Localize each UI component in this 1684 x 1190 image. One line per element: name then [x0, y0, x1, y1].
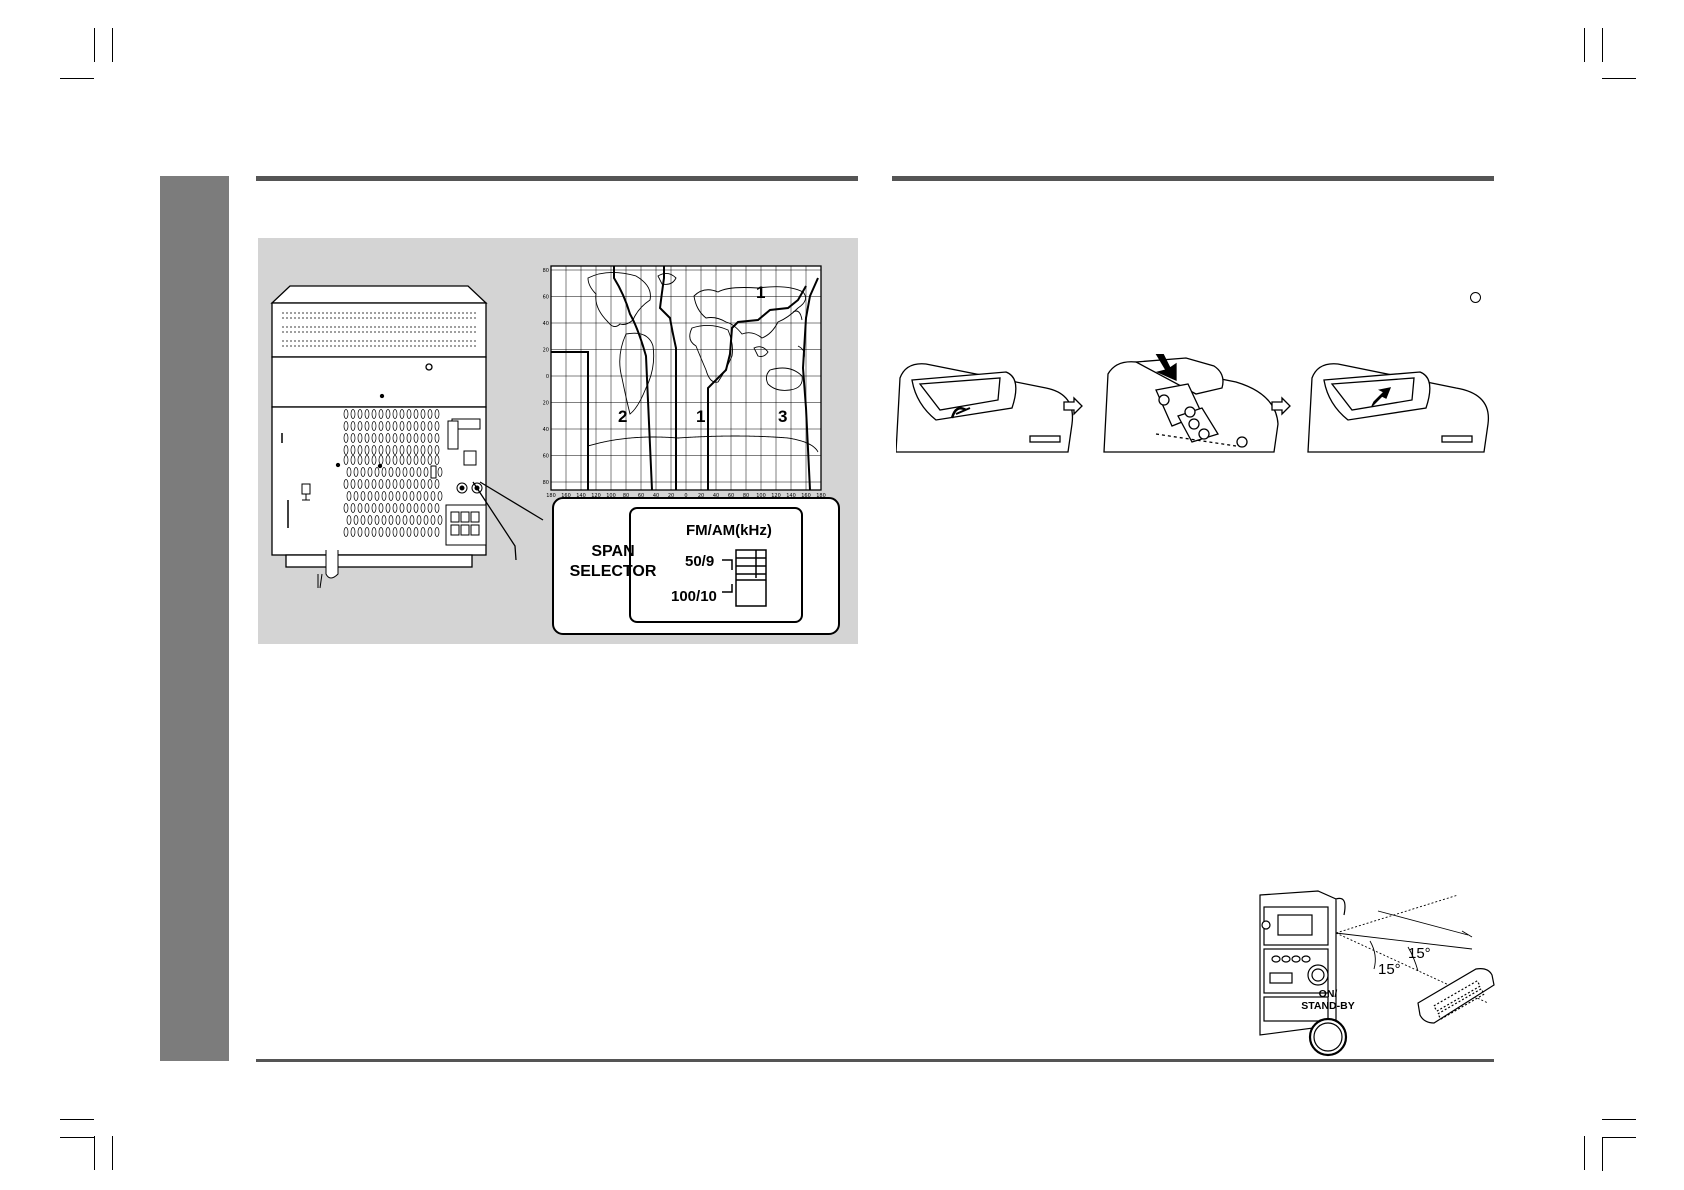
span-selector-callout: FM/AM(kHz) SPAN SELECTOR 50/9 100/10 [552, 497, 840, 635]
crop-mark [1602, 28, 1603, 62]
angle-lines [1335, 894, 1489, 1004]
latitude-tick: 40 [543, 427, 549, 433]
longitude-tick: 120 [771, 493, 781, 499]
longitude-tick: 100 [606, 493, 616, 499]
remote-range-figure: 15° 15° ON/ STAND-BY [1258, 885, 1496, 1060]
option-50-9: 50/9 [685, 553, 714, 570]
latitude-tick: 0 [546, 374, 549, 380]
crop-mark [1602, 1137, 1636, 1138]
latitude-tick: 80 [543, 480, 549, 486]
side-tab [160, 176, 229, 1061]
on-label: ON/ [1319, 988, 1338, 1000]
longitude-tick: 60 [728, 493, 734, 499]
zone-label: 2 [618, 407, 627, 426]
longitude-tick: 40 [713, 493, 719, 499]
latitude-tick: 20 [543, 401, 549, 407]
crop-mark [1602, 1137, 1603, 1171]
latitude-tick: 40 [543, 321, 549, 327]
circle-symbol [1470, 292, 1481, 303]
crop-mark [1584, 1136, 1585, 1170]
crop-mark [94, 28, 95, 62]
crop-mark [60, 1119, 94, 1120]
arrow-icon [1271, 396, 1291, 416]
power-button-icon [1308, 1017, 1348, 1057]
latitude-tick: 60 [543, 295, 549, 301]
longitude-tick: 140 [576, 493, 586, 499]
remote-step-2 [1103, 347, 1279, 453]
crop-mark [1602, 78, 1636, 79]
latitude-tick: 60 [543, 454, 549, 460]
crop-mark [94, 1136, 95, 1170]
stereo-unit [1259, 890, 1346, 1036]
antenna-terminal [301, 418, 487, 589]
vent-slots [343, 409, 443, 537]
slide-switch [722, 549, 767, 607]
section-rule-left [256, 176, 858, 181]
selector-label: SELECTOR [570, 563, 657, 580]
callout-title: FM/AM(kHz) [686, 522, 772, 539]
span-label: SPAN [591, 543, 634, 560]
zone-label: 1 [696, 407, 705, 426]
crop-mark [112, 1136, 113, 1170]
zone-boundaries [551, 266, 819, 491]
remote-control [1417, 968, 1495, 1024]
longitude-tick: 80 [623, 493, 629, 499]
crop-mark [60, 78, 94, 79]
option-100-10: 100/10 [671, 588, 717, 605]
longitude-tick: 60 [638, 493, 644, 499]
crop-mark [1584, 28, 1585, 62]
longitude-tick: 100 [756, 493, 766, 499]
angle-lower: 15° [1378, 961, 1401, 978]
longitude-tick: 180 [816, 493, 826, 499]
crop-mark [60, 1137, 94, 1138]
remote-step-1 [895, 363, 1074, 453]
latitude-tick: 80 [543, 268, 549, 274]
battery-installation-figure [895, 347, 1494, 454]
longitude-tick: 180 [546, 493, 556, 499]
latitude-tick: 20 [543, 348, 549, 354]
remote-step-3 [1307, 363, 1490, 453]
longitude-tick: 40 [653, 493, 659, 499]
crop-mark [112, 28, 113, 62]
longitude-tick: 160 [801, 493, 811, 499]
longitude-tick: 20 [698, 493, 704, 499]
angle-upper: 15° [1408, 945, 1431, 962]
arrow-icon [1063, 396, 1083, 416]
longitude-tick: 160 [561, 493, 571, 499]
zone-label: 1 [756, 283, 765, 302]
standby-label: STAND-BY [1301, 1000, 1354, 1012]
crop-mark [1602, 1119, 1636, 1120]
longitude-tick: 80 [743, 493, 749, 499]
longitude-tick: 140 [786, 493, 796, 499]
footer-rule [256, 1059, 1494, 1062]
longitude-tick: 120 [591, 493, 601, 499]
longitude-tick: 0 [684, 493, 687, 499]
section-rule-right [892, 176, 1494, 181]
longitude-tick: 20 [668, 493, 674, 499]
zone-label: 3 [778, 407, 787, 426]
